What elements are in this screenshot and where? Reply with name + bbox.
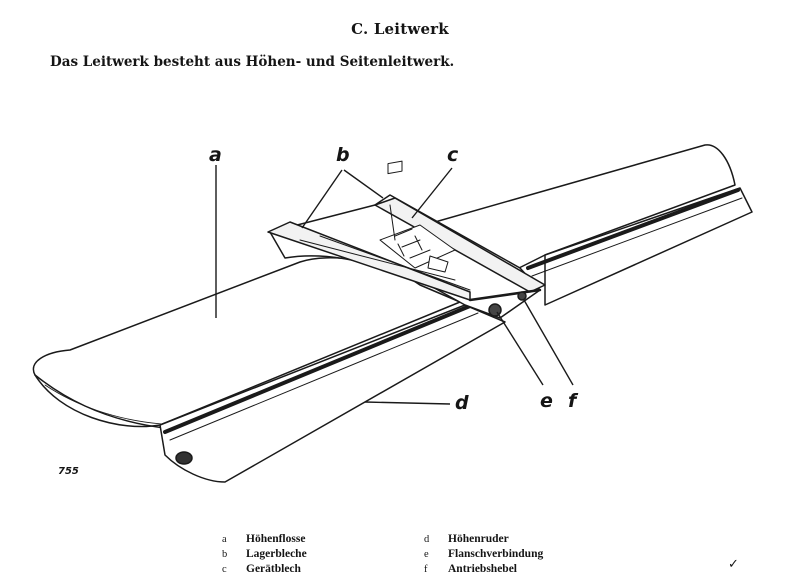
legend-item: f Antriebshebel: [424, 562, 543, 577]
corner-mark: ✓: [728, 557, 739, 572]
legend-text: Höhenruder: [448, 533, 509, 545]
leader-d: [364, 401, 451, 405]
legend-text: Gerätblech: [246, 563, 301, 575]
legend-right: d Höhenruder e Flanschverbindung f Antri…: [424, 532, 543, 577]
legend-item: b Lagerbleche: [222, 547, 307, 562]
intro-text: Das Leitwerk besteht aus Höhen- und Seit…: [50, 54, 455, 70]
callout-d: d: [455, 392, 469, 414]
legend-text: Flanschverbindung: [448, 548, 544, 560]
right-hinge-line: [526, 188, 740, 270]
callout-e: e: [540, 390, 553, 412]
legend-text: Höhenflosse: [246, 533, 306, 545]
figure-number: 755: [58, 466, 79, 477]
legend-item: c Gerätblech: [222, 562, 307, 577]
legend-text: Antriebshebel: [448, 563, 517, 575]
legend-item: d Höhenruder: [424, 532, 543, 547]
legend-key: b: [222, 549, 228, 560]
right-fin-outline: [434, 144, 736, 271]
legend-key: e: [424, 549, 429, 560]
callout-c: c: [447, 144, 459, 166]
leader-c: [411, 167, 453, 219]
left-hinge-line: [163, 304, 472, 434]
leader-f: [523, 299, 574, 386]
bearing-plate-right: [374, 197, 546, 293]
leader-b2: [343, 169, 384, 199]
legend-key: f: [424, 564, 428, 575]
leader-e: [496, 311, 544, 386]
instrument-plate: [379, 160, 456, 273]
legend-text: Lagerbleche: [246, 548, 307, 560]
legend-key: d: [424, 534, 430, 545]
leader-b1: [301, 169, 343, 229]
legend-key: c: [222, 564, 227, 575]
section-heading: C. Leitwerk: [351, 20, 449, 38]
bearing-plate-left: [267, 221, 471, 301]
right-elevator-outline: [544, 187, 753, 306]
callout-f: f: [568, 390, 577, 412]
drive-shaft: [468, 288, 542, 302]
legend-key: a: [222, 534, 227, 545]
legend-item: a Höhenflosse: [222, 532, 307, 547]
leader-lines: [215, 165, 574, 405]
callout-a: a: [209, 144, 222, 166]
left-hinge-bearing: [175, 451, 193, 465]
callout-b: b: [336, 144, 350, 166]
legend-item: e Flanschverbindung: [424, 547, 543, 562]
legend-left: a Höhenflosse b Lagerbleche c Gerätblech: [222, 532, 307, 577]
